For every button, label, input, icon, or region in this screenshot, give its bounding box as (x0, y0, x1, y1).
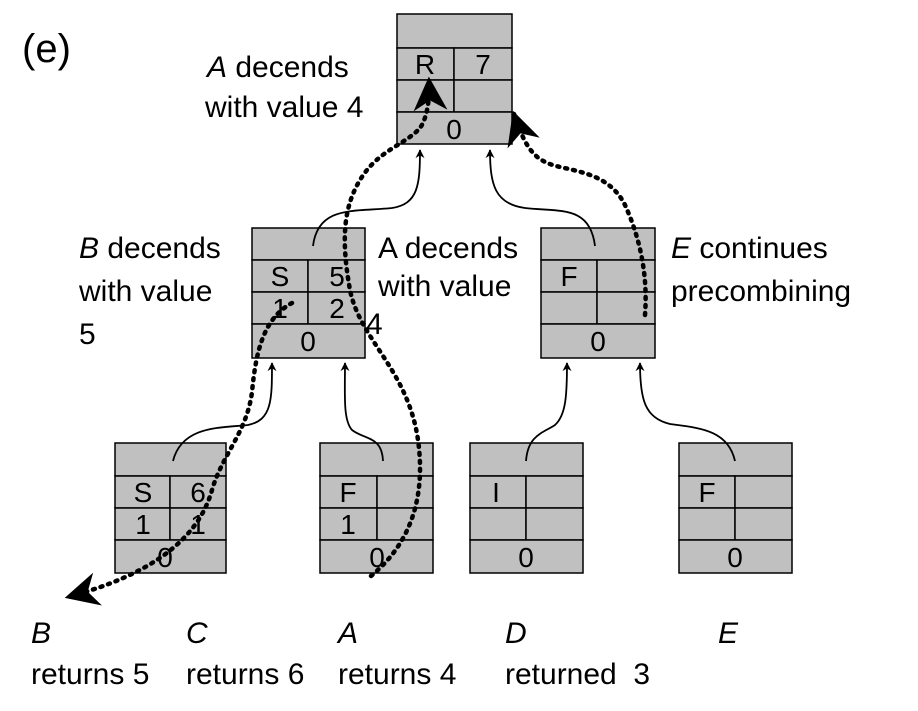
mid-right-node: F 0 (540, 227, 656, 359)
leafe-cell-r1c0: F (698, 477, 715, 508)
root-node: R 7 0 (396, 13, 513, 145)
annotation-amid-line2: with value (377, 270, 511, 303)
leafs6-cell-r2c0: 1 (135, 509, 151, 540)
annotation-a-descends-mid: A decends with value 4 (366, 232, 518, 341)
bottom-label-e: E (718, 617, 739, 650)
leaf-node-a: F 1 0 (319, 442, 434, 574)
edge-leafa-to-midleft (340, 362, 384, 462)
edge-midright-to-root (485, 149, 596, 247)
annotation-b-line1: decends (99, 232, 221, 265)
annotation-e-line1: continues (691, 232, 828, 265)
annotation-b-line3: 5 (79, 318, 96, 351)
leaf-node-e: F 0 (678, 442, 793, 574)
svg-text:B decends: B decends (79, 232, 221, 265)
bottom-label-a-text: returns 4 (338, 658, 456, 691)
root-cell-r1c1: 7 (475, 49, 491, 80)
leaf-node-d: I 0 (469, 442, 584, 574)
bottom-label-b-name: B (31, 617, 51, 650)
dotted-path-e (507, 110, 648, 318)
bottom-label-b-text: returns 5 (31, 658, 149, 691)
leafs6-cell-r1c1: 6 (190, 477, 206, 508)
annotation-e-name: E (671, 232, 692, 265)
dotted-path-a (342, 76, 448, 579)
edge-leafe-to-midright (635, 362, 736, 462)
midleft-cell-r1c0: S (271, 261, 290, 292)
bottom-label-c: C returns 6 (186, 617, 304, 691)
edge-leafd-to-midright (525, 362, 572, 462)
midleft-cell-bottom: 0 (300, 326, 316, 357)
leafe-cell-bottom: 0 (727, 542, 743, 573)
bottom-label-a: A returns 4 (336, 617, 456, 691)
midleft-cell-r1c1: 5 (329, 261, 345, 292)
leafa-cell-r1c0: F (339, 477, 356, 508)
bottom-label-b: B returns 5 (31, 617, 149, 691)
bottom-label-d: D returned 3 (505, 617, 650, 691)
bottom-label-a-name: A (336, 617, 358, 650)
annotation-a-line2: with value 4 (204, 91, 363, 124)
edge-midleft-to-root (312, 149, 425, 247)
midleft-cell-r2c1: 2 (329, 293, 345, 324)
annotation-b-name: B (79, 232, 99, 265)
bottom-label-e-name: E (718, 617, 739, 650)
annotation-b-descends: B decends with value 5 (78, 232, 221, 351)
leafd-cell-bottom: 0 (518, 542, 534, 573)
edge-leafs6-to-midleft (172, 362, 277, 462)
annotation-a-descends-top: A decends with value 4 (204, 51, 363, 124)
dotted-path-b (64, 300, 295, 606)
bottom-label-d-name: D (505, 617, 527, 650)
leafd-cell-r1c0: I (492, 477, 500, 508)
midright-cell-bottom: 0 (590, 326, 606, 357)
leaf-node-s6: S 6 1 1 0 (114, 442, 227, 574)
bottom-label-c-text: returns 6 (186, 658, 304, 691)
panel-label: (e) (22, 27, 71, 71)
svg-text:E continues: E continues (671, 232, 828, 265)
annotation-b-line2: with value (78, 275, 212, 308)
bottom-label-c-name: C (186, 617, 208, 650)
svg-text:A decends: A decends (205, 51, 349, 84)
mid-left-node: S 5 1 2 0 (251, 227, 366, 359)
leafs6-cell-r2c1: 1 (190, 509, 206, 540)
annotation-amid-line3: 4 (366, 308, 383, 341)
leafa-cell-r2c0: 1 (340, 509, 356, 540)
midright-cell-r1c0: F (560, 261, 577, 292)
annotation-e-line2: precombining (671, 275, 851, 308)
annotation-e-continues: E continues precombining (671, 232, 851, 308)
annotation-amid-line1: A decends (378, 232, 518, 265)
root-cell-r1c0: R (415, 49, 435, 80)
midleft-cell-r2c0: 1 (272, 293, 288, 324)
leafs6-cell-r1c0: S (134, 477, 153, 508)
bottom-label-d-text: returned 3 (505, 658, 650, 691)
annotation-a-name: A (205, 51, 227, 84)
annotation-a-line1: decends (227, 51, 349, 84)
root-cell-bottom: 0 (446, 114, 462, 145)
